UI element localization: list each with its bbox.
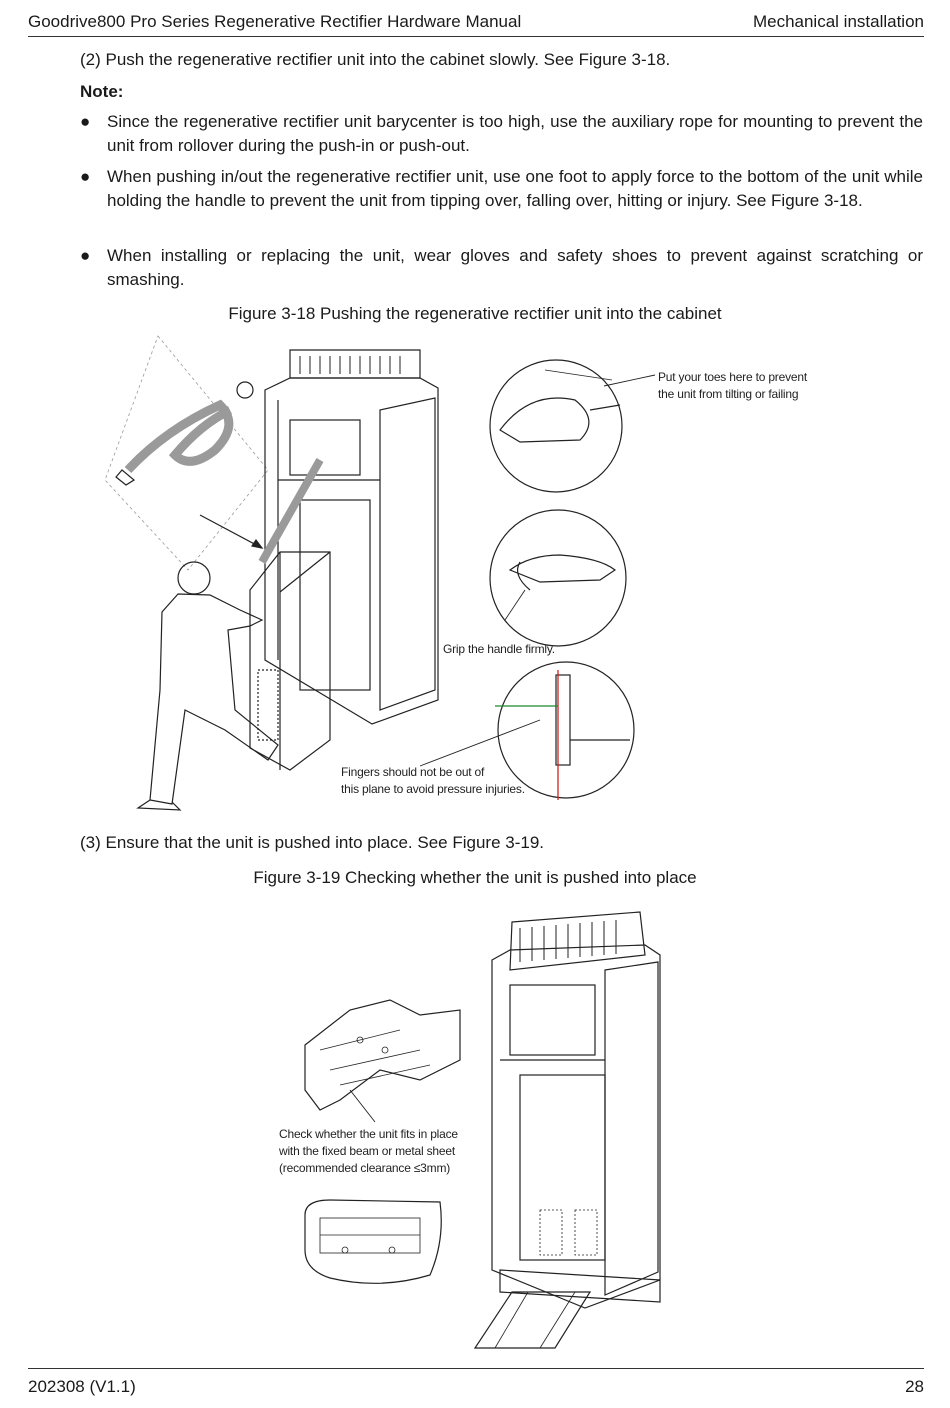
bullet-icon: ● [80,167,91,186]
note-bullet-2: ● When pushing in/out the regenerative r… [80,167,923,210]
rope-on-unit [258,458,324,564]
cabinet-components [509,984,596,1056]
check-label-line-1: Check whether the unit fits in place [279,1127,458,1141]
note-label: Note: [80,82,124,101]
toes-label-line-2: the unit from tilting or failing [658,387,799,401]
figure-3-19-caption: Figure 3-19 Checking whether the unit is… [253,868,697,887]
check-label-line-2: with the fixed beam or metal sheet [279,1144,455,1158]
note-bullet-3: ● When installing or replacing the unit,… [80,246,923,289]
handle-icon [517,561,531,591]
rope-hook-icon [236,381,254,399]
note-bullet-1: ● Since the regenerative rectifier unit … [80,112,923,155]
cabinet-body [491,944,661,1309]
cabinet-base [499,1269,661,1303]
rope-arrow [199,514,263,549]
grip-detail-circle [489,509,627,647]
check-leader-line [349,1089,376,1123]
installed-unit [519,1074,606,1261]
rope-inset-frame [104,335,269,571]
figure-3-18-caption: Figure 3-18 Pushing the regenerative rec… [228,304,722,323]
shoe-icon [499,397,590,443]
push-ramp [473,1291,592,1349]
rope-clip-icon [115,469,136,486]
upper-detail-inset [304,999,461,1111]
step-3-text: (3) Ensure that the unit is pushed into … [80,833,544,852]
toes-detail-circle [489,359,623,493]
section-title: Mechanical installation [752,12,924,31]
fingers-label-line-2: this plane to avoid pressure injuries. [341,782,525,796]
hand-icon [508,554,617,583]
grip-label: Grip the handle firmly. [443,642,555,656]
toes-pointer [589,404,621,411]
toes-leader-line [603,374,656,387]
auxiliary-rope [124,399,234,474]
person-body [149,593,279,805]
figure-3-18-illustration [104,335,656,811]
person-head [177,561,211,595]
lower-detail-inset [304,1199,442,1284]
bullet-icon: ● [80,112,91,131]
toes-label-line-1: Put your toes here to prevent [658,370,807,384]
unit-fan-grid [257,669,279,741]
vent-slots [299,356,401,374]
vent-slots [519,920,617,962]
page-footer: 202308 (V1.1) 28 [28,1368,924,1396]
arrow-head [251,538,264,549]
unit-fan-grid [539,1209,598,1256]
installed-module [299,499,371,691]
manual-title: Goodrive800 Pro Series Regenerative Rect… [28,12,522,31]
step-2-text: (2) Push the regenerative rectifier unit… [80,50,671,69]
cabinet-side-panel [379,397,436,711]
cabinet-top-vent [509,911,646,971]
check-label-line-3: (recommended clearance ≤3mm) [279,1161,451,1175]
upper-detail-lines [319,1029,431,1086]
fingers-label-line-1: Fingers should not be out of [341,765,485,779]
cabinet-side-panel [604,961,659,1296]
figure-3-19-illustration [304,911,661,1349]
grip-leader-line [504,589,526,621]
finger-hand-icon [555,674,571,766]
fingers-leader-line [419,719,541,767]
lower-detail-lines [319,1217,421,1254]
person-foot [136,799,182,811]
fingers-detail-circle [497,661,635,799]
cabinet-components [289,419,361,476]
page-header: Goodrive800 Pro Series Regenerative Rect… [28,12,924,37]
document-version: 202308 (V1.1) [28,1377,136,1396]
page-number: 28 [905,1377,924,1396]
bullet-icon: ● [80,246,91,265]
cabinet-body [264,377,439,725]
